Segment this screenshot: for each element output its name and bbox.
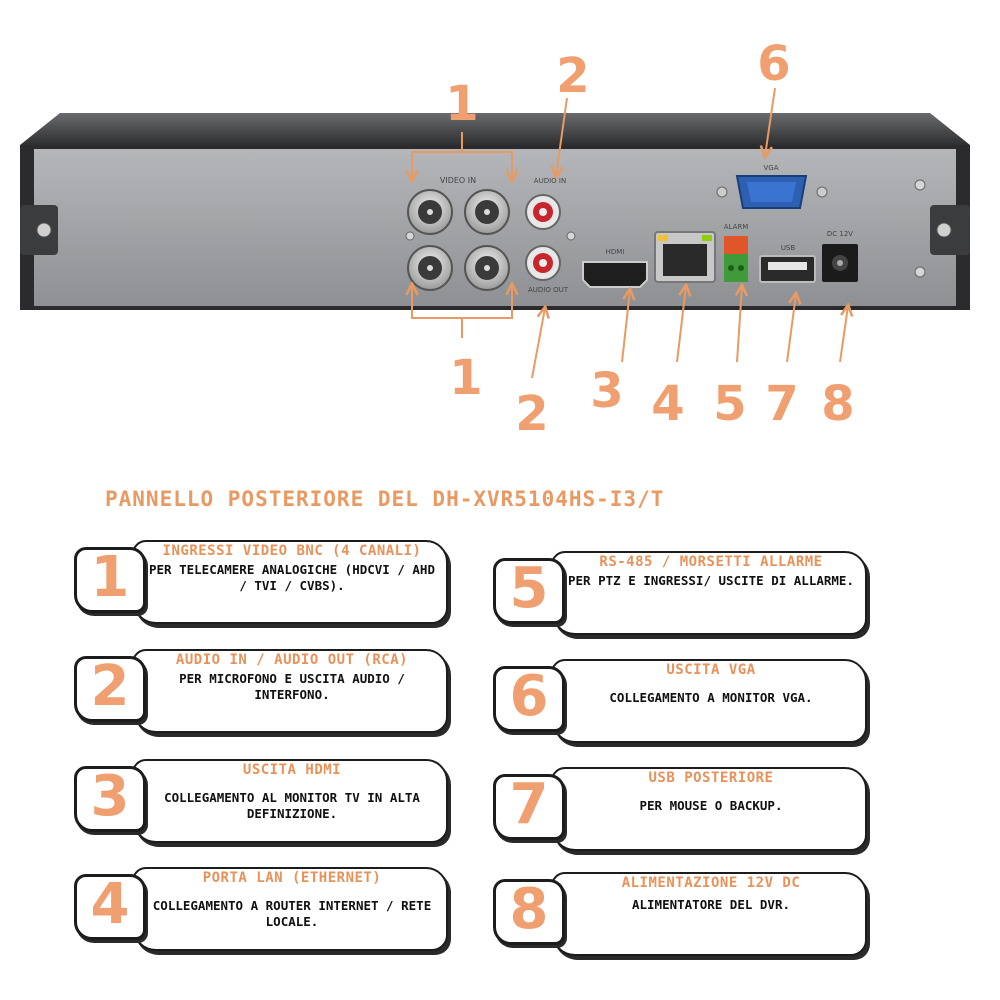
dvr-rear-panel-diagram: VIDEO IN AUDIO IN AUDIO OUT HDMI ALARM U… [20,36,970,442]
card-title: PORTA LAN (ETHERNET) [202,870,382,886]
callout-5: 5 [713,376,746,432]
label-vga: VGA [763,164,778,172]
callout-1-top: 1 [445,76,478,132]
card-number-box: 8 [493,877,565,945]
callout-2-bottom: 2 [515,386,548,442]
card-bubble [551,551,867,635]
label-audio-out: AUDIO OUT [528,286,569,294]
card-description: COLLEGAMENTO A MONITOR VGA. [609,690,813,705]
callout-4: 4 [651,376,684,432]
card-bubble [132,759,448,843]
card-audio: 2 AUDIO IN / AUDIO OUT (RCA) PER MICROFO… [74,646,448,734]
card-number: 3 [90,764,130,829]
card-bubble [551,767,867,851]
card-number: 2 [90,654,130,719]
card-description: PER PTZ E INGRESSI/ USCITE DI ALLARME. [568,573,854,588]
card-usb: 7 USB POSTERIORE PER MOUSE O BACKUP. [493,764,867,852]
card-bubble [551,872,867,956]
label-video-in: VIDEO IN [440,176,476,185]
card-number: 7 [509,772,549,837]
vga-port [716,175,828,209]
card-title: AUDIO IN / AUDIO OUT (RCA) [175,652,409,668]
card-hdmi: 3 USCITA HDMI COLLEGAMENTO AL MONITOR TV… [74,756,448,844]
card-description: COLLEGAMENTO A ROUTER INTERNET / RETE LO… [152,898,432,929]
card-number-box: 2 [74,654,146,722]
bnc-video-inputs [407,189,510,291]
label-audio-in: AUDIO IN [534,177,566,185]
card-title: ALIMENTAZIONE 12V DC [621,875,801,891]
card-number: 1 [90,545,130,610]
callout-2-top: 2 [556,48,589,104]
card-number-box: 1 [74,545,146,613]
card-lan: 4 PORTA LAN (ETHERNET) COLLEGAMENTO A RO… [74,864,448,952]
card-bubble [551,659,867,743]
card-bnc-inputs: 1 INGRESSI VIDEO BNC (4 CANALI) PER TELE… [74,537,448,625]
callout-1-bottom: 1 [449,350,482,406]
power-jack [822,244,858,282]
card-description: COLLEGAMENTO AL MONITOR TV IN ALTA DEFIN… [164,790,420,821]
card-number: 4 [90,872,130,937]
card-number-box: 6 [493,664,565,732]
rca-audio-ports [525,194,561,281]
lan-port [654,231,716,283]
usb-port [759,255,816,283]
card-number: 8 [509,877,549,942]
leader-lines [412,87,848,379]
card-description: PER MOUSE O BACKUP. [639,798,783,813]
card-number-box: 5 [493,556,565,624]
label-usb: USB [781,244,796,252]
card-description: PER MICROFONO E USCITA AUDIO / INTERFONO… [179,671,405,702]
card-description: ALIMENTATORE DEL DVR. [631,897,791,912]
callout-8: 8 [821,376,854,432]
label-hdmi: HDMI [606,248,625,256]
label-power: DC 12V [827,230,853,238]
page-title: PANNELLO POSTERIORE DEL DH-XVR5104HS-I3/… [105,487,665,511]
card-number-box: 7 [493,772,565,840]
hdmi-port [582,261,648,288]
callout-3: 3 [590,363,623,419]
card-title: USCITA VGA [666,662,756,678]
card-title: USB POSTERIORE [648,770,774,786]
card-alarm: 5 RS-485 / MORSETTI ALLARME PER PTZ E IN… [493,548,867,636]
card-vga: 6 USCITA VGA COLLEGAMENTO A MONITOR VGA. [493,656,867,744]
card-number-box: 4 [74,872,146,940]
card-title: INGRESSI VIDEO BNC (4 CANALI) [162,543,422,559]
alarm-terminals [724,236,748,282]
card-bubble [132,649,448,733]
callout-6: 6 [757,36,790,92]
label-alarm: ALARM [724,223,749,231]
card-number-box: 3 [74,764,146,832]
card-power: 8 ALIMENTAZIONE 12V DC ALIMENTATORE DEL … [493,869,867,957]
callout-7: 7 [765,376,798,432]
card-title: RS-485 / MORSETTI ALLARME [599,554,823,570]
card-description: PER TELECAMERE ANALOGICHE (HDCVI / AHD /… [149,562,435,593]
card-number: 6 [509,664,549,729]
card-title: USCITA HDMI [242,762,342,778]
card-number: 5 [509,556,549,621]
card-bubble [132,867,448,951]
